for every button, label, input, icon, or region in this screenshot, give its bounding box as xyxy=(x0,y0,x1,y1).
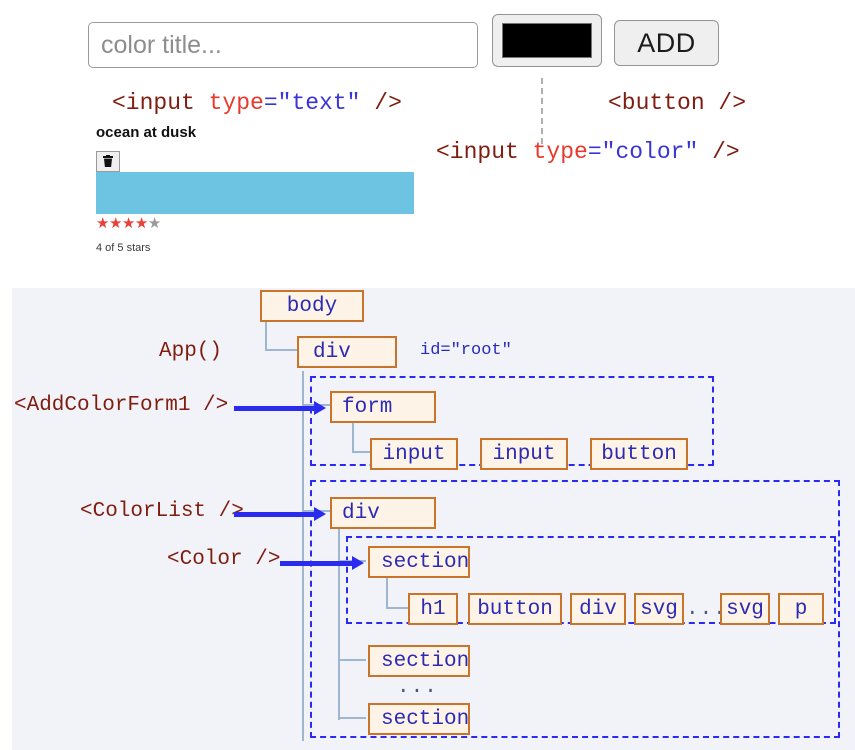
annotation-button-text: <button /> xyxy=(608,90,747,116)
connector-section-h1 xyxy=(386,576,408,609)
annotation-color-input-attr: type xyxy=(532,139,588,165)
annotation-color-input-value: ="color" xyxy=(587,139,699,165)
color-title-input[interactable] xyxy=(88,22,478,68)
node-color-button[interactable]: button xyxy=(468,593,562,625)
node-root-attribute: id="root" xyxy=(420,341,512,360)
node-section-ellipsis: ... xyxy=(397,676,438,699)
color-swatch xyxy=(96,172,414,214)
connector-div-list xyxy=(302,371,330,512)
rating-label: 4 of 5 stars xyxy=(96,242,151,254)
connector-form-input xyxy=(352,416,374,453)
color-card: ocean at dusk ★★★★★ 4 of 5 stars xyxy=(96,124,416,254)
star-icon[interactable]: ★ xyxy=(147,215,161,232)
arrow-addcolorform xyxy=(234,401,326,415)
connector-div-children xyxy=(302,371,304,741)
annotation-color-input: <input type="color" /> xyxy=(436,139,740,165)
node-color-div[interactable]: div xyxy=(570,593,626,625)
star-icon[interactable]: ★ xyxy=(108,215,122,232)
color-picker-swatch xyxy=(502,23,592,58)
node-body[interactable]: body xyxy=(260,290,364,322)
annotation-color-input-close: /> xyxy=(698,139,740,165)
annotation-text-input-tag: <input xyxy=(112,90,209,116)
node-form-input-1[interactable]: input xyxy=(370,438,458,470)
star-icon[interactable]: ★ xyxy=(121,215,135,232)
color-picker-input[interactable] xyxy=(492,14,602,67)
star-icon[interactable]: ★ xyxy=(134,215,148,232)
node-form-button[interactable]: button xyxy=(590,438,688,470)
node-list-div[interactable]: div xyxy=(330,497,436,529)
node-root-div[interactable]: div xyxy=(297,336,397,368)
color-card-title: ocean at dusk xyxy=(96,124,197,141)
node-form[interactable]: form xyxy=(330,391,436,423)
node-form-input-2[interactable]: input xyxy=(480,438,568,470)
label-addcolorform: <AddColorForm1 /> xyxy=(14,394,229,417)
node-color-svg-2[interactable]: svg xyxy=(720,593,770,625)
connector-body-div xyxy=(265,321,297,351)
label-colorlist: <ColorList /> xyxy=(80,500,244,523)
node-section-2[interactable]: section xyxy=(368,645,470,677)
node-color-p[interactable]: p xyxy=(778,593,824,625)
arrow-colorlist xyxy=(234,507,326,521)
colorlist-boundary xyxy=(310,480,840,738)
label-color: <Color /> xyxy=(167,548,281,571)
arrow-color xyxy=(280,556,364,570)
annotation-text-input-close: /> xyxy=(360,90,402,116)
annotation-color-input-tag: <input xyxy=(436,139,533,165)
add-button[interactable]: ADD xyxy=(614,20,719,66)
node-section-3[interactable]: section xyxy=(368,703,470,735)
annotation-text-input: <input type="text" /> xyxy=(112,90,402,116)
component-tree-diagram: body div id="root" form input input butt… xyxy=(12,288,855,750)
annotation-text-input-value: ="text" xyxy=(263,90,361,116)
node-section-1[interactable]: section xyxy=(368,546,470,578)
star-icon[interactable]: ★ xyxy=(96,215,109,232)
star-rating[interactable]: ★★★★★ xyxy=(96,216,416,231)
connector-list-section3 xyxy=(338,524,366,719)
trash-icon xyxy=(103,155,113,167)
node-color-svg-1[interactable]: svg xyxy=(634,593,684,625)
label-app: App() xyxy=(159,340,223,363)
annotation-button: <button /> xyxy=(608,90,746,116)
node-color-h1[interactable]: h1 xyxy=(408,593,458,625)
color-input-leader-line xyxy=(541,78,543,144)
app-preview-area: ADD <input type="text" /> <button /> <in… xyxy=(0,0,855,288)
node-color-svg-ellipsis: ... xyxy=(686,598,727,621)
annotation-text-input-attr: type xyxy=(208,90,264,116)
delete-color-button[interactable] xyxy=(96,151,120,172)
